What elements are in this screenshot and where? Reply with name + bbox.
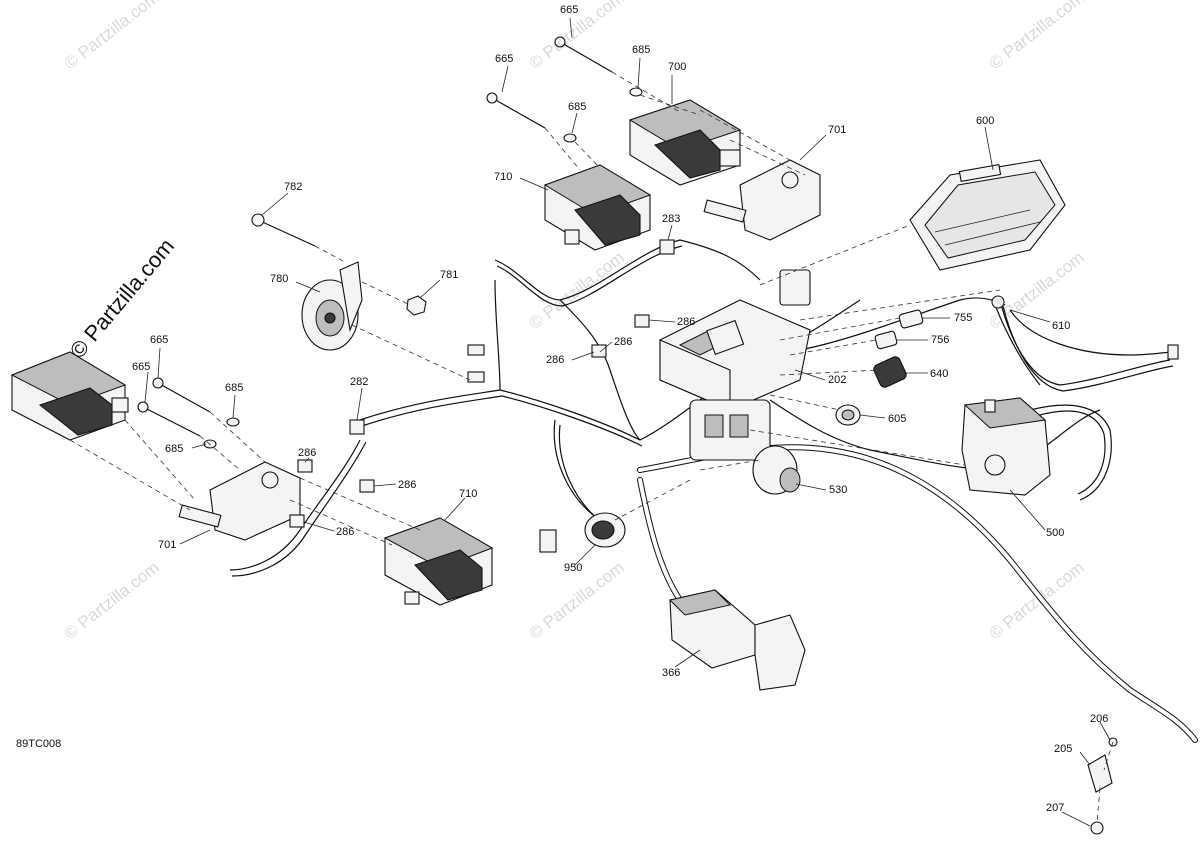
component-530 bbox=[752, 445, 801, 495]
relay-710-upper bbox=[543, 164, 652, 251]
callout-labels: 665 685 700 665 685 701 600 710 782 283 … bbox=[132, 4, 1108, 814]
bracket-701-lower bbox=[178, 461, 301, 541]
diagram-code: 89TC008 bbox=[16, 738, 62, 750]
module-500 bbox=[961, 397, 1051, 496]
callout-665: 665 bbox=[150, 334, 168, 346]
callout-605: 605 bbox=[888, 413, 906, 425]
horn-780 bbox=[301, 261, 363, 351]
callout-206: 206 bbox=[1090, 713, 1108, 725]
callout-701: 701 bbox=[828, 124, 846, 136]
callout-782: 782 bbox=[284, 181, 302, 193]
callout-286: 286 bbox=[546, 354, 564, 366]
callout-207: 207 bbox=[1046, 802, 1064, 814]
callout-283: 283 bbox=[662, 213, 680, 225]
callout-286: 286 bbox=[336, 526, 354, 538]
callout-780: 780 bbox=[270, 273, 288, 285]
sensor-610 bbox=[991, 295, 1179, 386]
callout-600: 600 bbox=[976, 115, 994, 127]
callout-665: 665 bbox=[132, 361, 150, 373]
callout-286: 286 bbox=[398, 479, 416, 491]
clips bbox=[289, 239, 675, 553]
screw-665-left-a bbox=[152, 377, 211, 413]
callout-755: 755 bbox=[954, 312, 972, 324]
callout-640: 640 bbox=[930, 368, 948, 380]
callout-500: 500 bbox=[1046, 527, 1064, 539]
display-600 bbox=[909, 159, 1066, 271]
callout-665: 665 bbox=[560, 4, 578, 16]
callout-781: 781 bbox=[440, 269, 458, 281]
screw-665-mid bbox=[486, 92, 546, 129]
leader-lines bbox=[144, 17, 1111, 827]
junction-block bbox=[659, 269, 811, 461]
callout-286: 286 bbox=[614, 336, 632, 348]
callout-282: 282 bbox=[350, 376, 368, 388]
grommet-605 bbox=[835, 404, 861, 426]
callout-756: 756 bbox=[931, 334, 949, 346]
connector-366 bbox=[669, 589, 806, 691]
watermark: © Partzilla.com bbox=[526, 248, 628, 334]
connector-756 bbox=[874, 330, 898, 350]
callout-701: 701 bbox=[158, 539, 176, 551]
callout-286: 286 bbox=[677, 316, 695, 328]
assembly-lines bbox=[69, 71, 1001, 546]
callout-286: 286 bbox=[298, 447, 316, 459]
watermark: © Partzilla.com bbox=[61, 0, 163, 73]
watermark: © Partzilla.com bbox=[61, 558, 163, 644]
relay-710-lower bbox=[383, 517, 494, 606]
switch-640 bbox=[873, 356, 907, 388]
relay-left bbox=[10, 351, 129, 441]
nut-781 bbox=[406, 295, 427, 316]
callout-710: 710 bbox=[459, 488, 477, 500]
callout-685: 685 bbox=[632, 44, 650, 56]
watermark: © Partzilla.com bbox=[986, 0, 1088, 73]
screw-665-left-b bbox=[137, 401, 201, 437]
bracket-701-upper bbox=[703, 159, 821, 241]
socket-950 bbox=[584, 512, 626, 548]
connector-755 bbox=[898, 309, 924, 329]
callout-205: 205 bbox=[1054, 743, 1072, 755]
callout-700: 700 bbox=[668, 61, 686, 73]
callout-685: 685 bbox=[568, 101, 586, 113]
callout-685: 685 bbox=[165, 443, 183, 455]
callout-685: 685 bbox=[225, 382, 243, 394]
callout-530: 530 bbox=[829, 484, 847, 496]
callout-366: 366 bbox=[662, 667, 680, 679]
watermark-layer: © Partzilla.com © Partzilla.com © Partzi… bbox=[61, 0, 1088, 643]
callout-950: 950 bbox=[564, 562, 582, 574]
screw-782 bbox=[251, 213, 316, 247]
hardware-205-206-207 bbox=[1087, 737, 1118, 835]
callout-610: 610 bbox=[1052, 320, 1070, 332]
washers-685 bbox=[203, 87, 643, 449]
callout-202: 202 bbox=[828, 374, 846, 386]
callout-665: 665 bbox=[495, 53, 513, 65]
watermark: © Partzilla.com bbox=[986, 558, 1088, 644]
callout-710: 710 bbox=[494, 171, 512, 183]
screw-665-top bbox=[554, 36, 613, 73]
relay-700 bbox=[628, 99, 742, 186]
